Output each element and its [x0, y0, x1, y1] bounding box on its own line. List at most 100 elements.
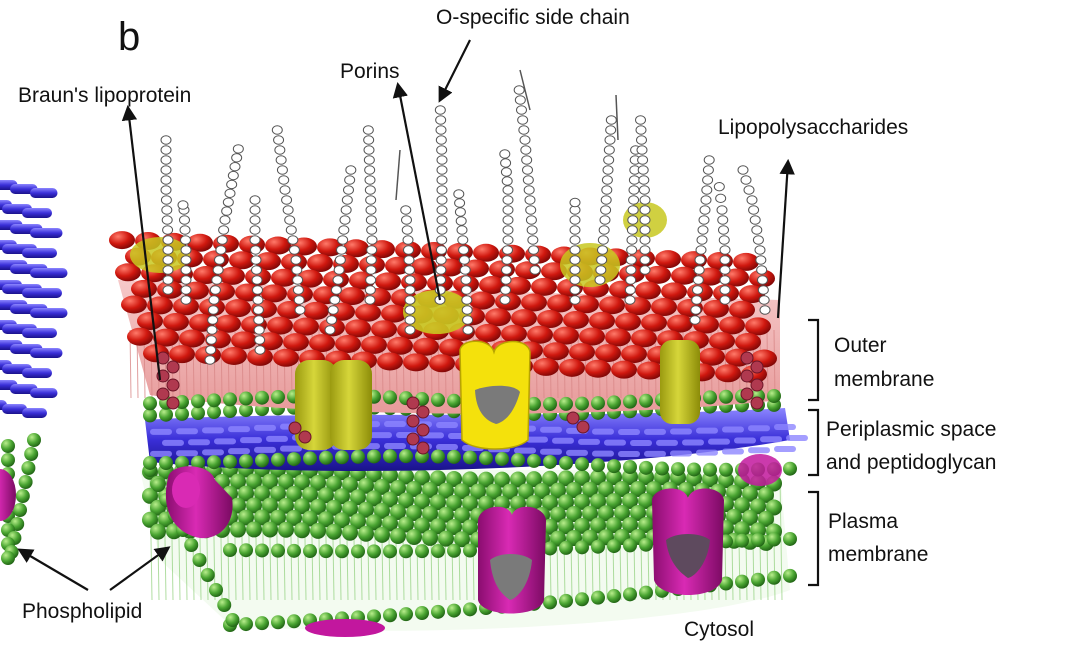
sugar-bead: [404, 246, 414, 254]
periplasm-head: [639, 461, 653, 475]
sugar-bead: [344, 186, 354, 194]
sugar-bead: [718, 216, 728, 224]
panel-letter: b: [118, 14, 140, 60]
lps-head: [225, 299, 251, 317]
sugar-bead: [288, 236, 298, 244]
sugar-bead: [570, 266, 580, 274]
periplasm-head: [159, 456, 173, 470]
lps-head: [699, 348, 725, 366]
sugar-bead: [282, 196, 292, 204]
sugar-bead: [295, 306, 305, 314]
sugar-bead: [293, 286, 303, 294]
sugar-bead: [459, 256, 469, 264]
sugar-bead: [603, 166, 613, 174]
sugar-bead: [600, 216, 610, 224]
inner-leaflet-head: [431, 393, 445, 407]
peptidoglycan-strand: [176, 428, 198, 434]
sugar-bead: [523, 176, 533, 184]
inner-leaflet-head: [719, 390, 733, 404]
sugar-bead: [640, 216, 650, 224]
side-chain-tip: [396, 150, 400, 200]
phospholipid-head: [431, 544, 445, 558]
lps-head: [709, 332, 735, 350]
inner-leaflet-head: [255, 391, 269, 405]
sugar-bead: [293, 276, 303, 284]
sugar-bead: [365, 186, 375, 194]
sugar-bead: [333, 276, 343, 284]
sugar-bead: [720, 266, 730, 274]
layer-brackets: [808, 320, 818, 585]
inner-leaflet-head: [239, 392, 253, 406]
sugar-bead: [233, 145, 243, 153]
peptidoglycan-strand: [202, 427, 224, 433]
phospholipid-head: [151, 478, 165, 492]
sugar-bead: [749, 206, 759, 214]
sugar-bead: [366, 216, 376, 224]
sugar-bead: [181, 276, 191, 284]
lps-head: [547, 294, 573, 312]
periplasm-head: [447, 450, 461, 464]
sugar-bead: [272, 126, 282, 134]
sugar-bead: [595, 276, 605, 284]
peptidoglycan-strand: [696, 428, 718, 434]
peptidoglycan-strand: [30, 308, 68, 318]
periplasm-head: [143, 408, 157, 422]
peptidoglycan-strand: [228, 448, 250, 454]
phospholipid-head: [271, 544, 285, 558]
lps-head: [637, 362, 663, 380]
lps-head: [345, 319, 371, 337]
sugar-bead: [719, 236, 729, 244]
sugar-bead: [529, 246, 539, 254]
phospholipid-head: [783, 569, 797, 583]
sugar-bead: [458, 236, 468, 244]
lps-head: [131, 280, 157, 298]
lipoprotein-bead: [417, 406, 429, 418]
sugar-bead: [503, 186, 513, 194]
sugar-bead: [701, 196, 711, 204]
sugar-bead: [570, 226, 580, 234]
inner-leaflet-head: [591, 396, 605, 410]
sugar-bead: [403, 236, 413, 244]
sugar-bead: [219, 226, 229, 234]
sugar-bead: [760, 306, 770, 314]
peptidoglycan-strand: [202, 449, 224, 455]
peptidoglycan-strand: [656, 440, 678, 446]
left-plasma-membrane: [0, 433, 41, 565]
peptidoglycan-strand: [30, 348, 63, 358]
lipoprotein-bead: [741, 352, 753, 364]
phospholipid-head: [1, 453, 15, 467]
sugar-bead: [758, 286, 768, 294]
sugar-bead: [208, 316, 218, 324]
sugar-bead: [638, 156, 648, 164]
sugar-bead: [250, 226, 260, 234]
periplasm-head: [303, 451, 317, 465]
sugar-bead: [437, 156, 447, 164]
peptidoglycan-strand: [370, 432, 392, 438]
phospholipid-head: [367, 544, 381, 558]
sugar-bead: [720, 256, 730, 264]
lipoprotein-bead: [167, 361, 179, 373]
sugar-bead: [181, 266, 191, 274]
phospholipid-head: [575, 592, 589, 606]
sugar-bead: [327, 316, 337, 324]
lipoprotein-bead: [577, 421, 589, 433]
sugar-bead: [436, 256, 446, 264]
sugar-bead: [500, 296, 510, 304]
sugar-bead: [274, 136, 284, 144]
sugar-bead: [367, 236, 377, 244]
sugar-bead: [525, 196, 535, 204]
phospholipid-head: [351, 544, 365, 558]
sugar-bead: [275, 146, 285, 154]
phospholipid-head: [230, 522, 246, 538]
sugar-bead: [703, 176, 713, 184]
lps-head: [651, 298, 677, 316]
sugar-bead: [251, 256, 261, 264]
sugar-bead: [502, 256, 512, 264]
sugar-bead: [289, 246, 299, 254]
lipoprotein-bead: [157, 388, 169, 400]
sugar-bead: [529, 256, 539, 264]
sugar-bead: [250, 216, 260, 224]
sugar-bead: [759, 296, 769, 304]
sugar-bead: [517, 106, 527, 114]
lps-head: [667, 315, 693, 333]
